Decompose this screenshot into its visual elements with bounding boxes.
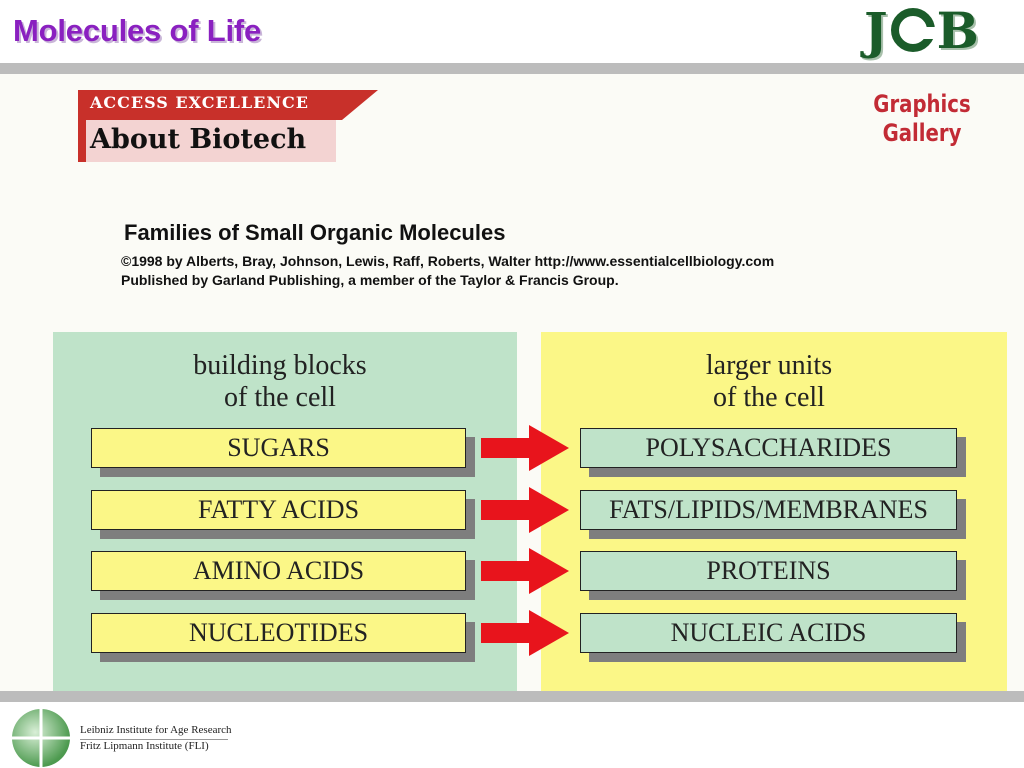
banner-red-strip: ACCESS EXCELLENCE — [78, 90, 378, 120]
building-blocks-heading-line2: of the cell — [224, 382, 336, 413]
graphics-gallery-label: Graphics Gallery — [873, 90, 971, 148]
figure-title: Families of Small Organic Molecules — [124, 220, 506, 245]
larger-unit-fats-lipids-membranes: FATS/LIPIDS/MEMBRANES — [580, 490, 957, 530]
graphics-gallery-line2: Gallery — [882, 119, 962, 147]
building-block-amino-acids: AMINO ACIDS — [91, 551, 466, 591]
larger-units-heading-line1: larger units — [705, 350, 833, 381]
larger-unit-nucleic-acids: NUCLEIC ACIDS — [580, 613, 957, 653]
building-blocks-heading: building blocks of the cell — [53, 350, 507, 414]
banner-pink-band — [86, 120, 336, 162]
banner-main-text: About Biotech — [90, 124, 307, 155]
banner-side-strip — [78, 120, 86, 162]
figure-credit-line2: Published by Garland Publishing, a membe… — [121, 272, 619, 288]
figure-credit-line1: ©1998 by Alberts, Bray, Johnson, Lewis, … — [121, 253, 775, 269]
jcb-logo-letter-j: J — [864, 0, 889, 60]
arrow-right-icon — [481, 610, 569, 656]
fli-logo-icon — [12, 709, 70, 767]
institute-divider — [80, 739, 228, 740]
larger-units-heading: larger units of the cell — [541, 350, 997, 414]
building-block-fatty-acids: FATTY ACIDS — [91, 490, 466, 530]
slide-title: Molecules of Life — [13, 13, 262, 48]
institute-name: Leibniz Institute for Age Research Fritz… — [80, 722, 232, 754]
institute-name-line1: Leibniz Institute for Age Research — [80, 724, 232, 736]
arrow-right-icon — [481, 425, 569, 471]
larger-units-heading-line2: of the cell — [713, 382, 825, 413]
larger-unit-polysaccharides: POLYSACCHARIDES — [580, 428, 957, 468]
arrow-right-icon — [481, 548, 569, 594]
jcb-logo: J B — [864, 0, 980, 60]
footer-divider — [0, 691, 1024, 702]
building-block-nucleotides: NUCLEOTIDES — [91, 613, 466, 653]
arrow-right-icon — [481, 487, 569, 533]
header-divider — [0, 63, 1024, 74]
larger-unit-proteins: PROTEINS — [580, 551, 957, 591]
banner-top-text: ACCESS EXCELLENCE — [90, 93, 309, 112]
access-excellence-banner: ACCESS EXCELLENCE About Biotech — [78, 90, 378, 164]
graphics-gallery-line1: Graphics — [873, 90, 971, 118]
jcb-logo-c-mark — [890, 8, 936, 52]
building-blocks-heading-line1: building blocks — [193, 350, 367, 381]
institute-name-line2: Fritz Lipmann Institute (FLI) — [80, 740, 209, 752]
building-block-sugars: SUGARS — [91, 428, 466, 468]
jcb-logo-letter-b: B — [936, 0, 980, 60]
